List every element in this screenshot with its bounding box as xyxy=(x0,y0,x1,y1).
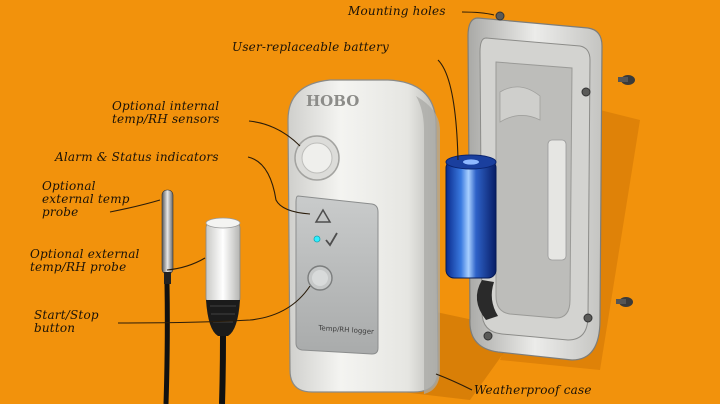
callout-internal-sensors: Optional internal temp/RH sensors xyxy=(112,99,220,126)
leader-internal-sensors xyxy=(248,120,301,147)
callout-indicators: Alarm & Status indicators xyxy=(55,150,219,164)
battery xyxy=(445,154,497,279)
mounting-screw-top xyxy=(618,75,635,85)
external-rh-probe xyxy=(205,217,241,404)
mounting-hole xyxy=(581,87,591,97)
checkmark-status-icon xyxy=(325,232,338,247)
leader-indicators xyxy=(247,156,311,215)
green-led-icon xyxy=(313,235,321,243)
brand-logo: HOBO xyxy=(306,92,359,110)
leader-case xyxy=(435,373,473,391)
leader-mounting-holes xyxy=(461,11,495,16)
mounting-screw-bottom xyxy=(616,297,633,307)
callout-external-rh-probe: Optional external temp/RH probe xyxy=(30,247,140,274)
start-stop-button[interactable] xyxy=(307,265,333,291)
callout-external-temp-probe: Optional external temp probe xyxy=(42,179,130,219)
callout-battery: User-replaceable battery xyxy=(232,40,389,54)
external-temp-probe xyxy=(161,189,174,404)
callout-mounting-holes: Mounting holes xyxy=(348,4,446,18)
leader-rh-probe xyxy=(166,257,206,271)
weatherproof-case-back xyxy=(467,17,603,361)
mounting-hole xyxy=(483,331,493,341)
internal-sensor-window xyxy=(294,135,340,181)
leader-battery xyxy=(437,59,459,161)
mounting-hole xyxy=(495,11,505,21)
callout-start-stop: Start/Stop button xyxy=(34,308,99,335)
face-panel xyxy=(295,195,379,355)
mounting-hole xyxy=(583,313,593,323)
callout-weatherproof-case: Weatherproof case xyxy=(474,383,592,397)
leader-lines xyxy=(109,11,495,391)
leader-start-stop xyxy=(117,285,311,324)
model-label: Temp/RH logger xyxy=(317,324,374,336)
leader-temp-probe xyxy=(109,199,161,213)
triangle-alarm-icon xyxy=(314,208,332,223)
